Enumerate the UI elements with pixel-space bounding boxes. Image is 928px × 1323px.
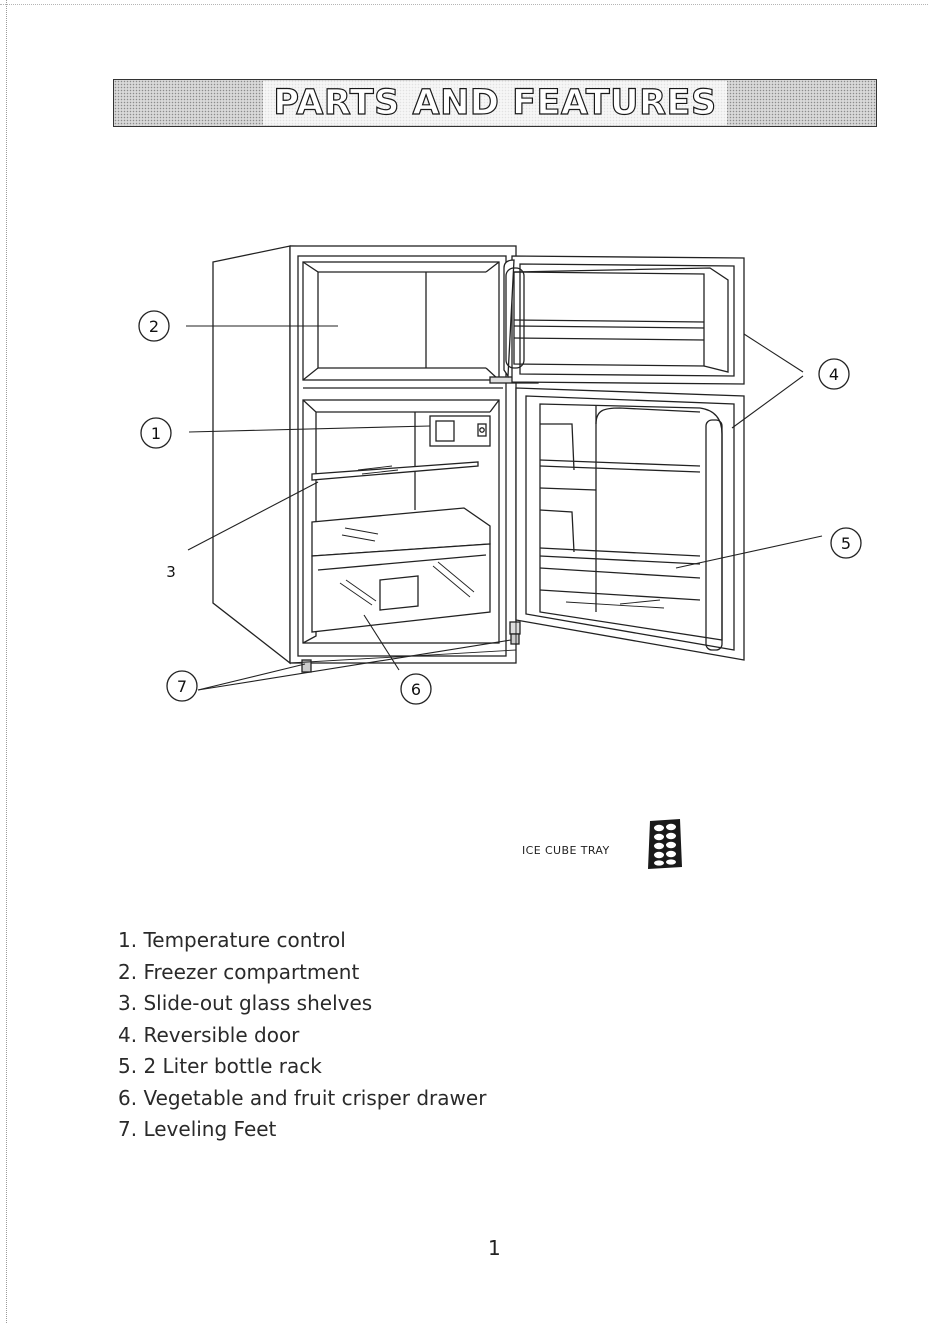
ice-cube-tray-caption: ICE CUBE TRAY (522, 844, 610, 857)
callout-7-label: 7 (177, 677, 187, 696)
parts-list-item: 2. Freezer compartment (118, 957, 486, 989)
part-label: Temperature control (143, 928, 345, 952)
part-number: 1. (118, 928, 137, 952)
part-number: 2. (118, 960, 137, 984)
ice-cube-tray-icon (645, 817, 685, 872)
callout-4-label: 4 (829, 365, 839, 384)
callout-4: 4 (819, 359, 849, 389)
parts-list-item: 5. 2 Liter bottle rack (118, 1051, 486, 1083)
parts-list: 1. Temperature control 2. Freezer compar… (118, 925, 486, 1146)
callout-3: 3 (166, 563, 176, 581)
temperature-control (430, 416, 490, 446)
page-number: 1 (488, 1236, 501, 1260)
callout-6-label: 6 (411, 680, 421, 699)
parts-list-item: 1. Temperature control (118, 925, 486, 957)
parts-list-item: 7. Leveling Feet (118, 1114, 486, 1146)
part-label: Freezer compartment (143, 960, 359, 984)
callout-2: 2 (139, 311, 169, 341)
callout-1-label: 1 (151, 424, 161, 443)
refrigerator-diagram: 2 1 3 4 5 6 7 (0, 0, 928, 720)
part-label: 2 Liter bottle rack (143, 1054, 321, 1078)
callout-3-label: 3 (166, 563, 176, 581)
part-number: 7. (118, 1117, 137, 1141)
parts-list-item: 6. Vegetable and fruit crisper drawer (118, 1083, 486, 1115)
part-number: 3. (118, 991, 137, 1015)
callout-5-label: 5 (841, 534, 851, 553)
part-label: Vegetable and fruit crisper drawer (143, 1086, 486, 1110)
part-label: Reversible door (143, 1023, 299, 1047)
callout-7: 7 (167, 671, 197, 701)
part-label: Slide-out glass shelves (143, 991, 372, 1015)
callout-5: 5 (831, 528, 861, 558)
part-number: 4. (118, 1023, 137, 1047)
freezer-door (504, 256, 744, 384)
callout-2-label: 2 (149, 317, 159, 336)
part-number: 6. (118, 1086, 137, 1110)
crisper-drawer (312, 508, 490, 632)
refrigerator-door (516, 388, 744, 660)
callout-6: 6 (401, 674, 431, 704)
part-number: 5. (118, 1054, 137, 1078)
parts-list-item: 3. Slide-out glass shelves (118, 988, 486, 1020)
parts-list-item: 4. Reversible door (118, 1020, 486, 1052)
part-label: Leveling Feet (143, 1117, 276, 1141)
callout-1: 1 (141, 418, 171, 448)
